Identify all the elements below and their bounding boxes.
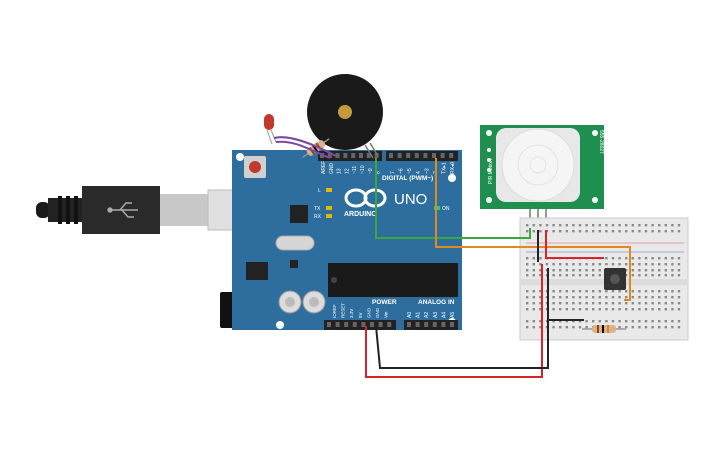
tx-label: TX <box>314 206 321 212</box>
analog-pin-label: A1 <box>416 312 422 318</box>
analog-pin-label: A0 <box>407 312 413 318</box>
on-label: ON <box>442 206 450 212</box>
power-pin-label: 5V <box>358 312 363 318</box>
rx-label: RX <box>314 214 322 220</box>
power-label: POWER <box>372 299 397 306</box>
digital-pin-label: ~10 <box>360 165 366 174</box>
digital-pin-label: GND <box>329 163 335 175</box>
power-pin-label: GND <box>375 307 380 318</box>
wire-purple-1 <box>275 140 331 159</box>
push-button[interactable] <box>604 268 626 290</box>
wire-orange <box>435 158 631 301</box>
digital-pin-label: 7 <box>390 171 396 174</box>
digital-pin-label: AREF <box>321 161 327 174</box>
digital-pin-label: ~9 <box>368 168 374 174</box>
power-pin-label: 3.3V <box>349 309 354 318</box>
usb-cable <box>36 186 267 234</box>
pir-sensor: PIR Motion 555-28027 <box>480 125 604 209</box>
digital-pin-label: RX◂0 <box>450 162 456 174</box>
regulator <box>246 262 268 280</box>
digital-pin-label: 13 <box>337 168 343 174</box>
crystal <box>275 235 315 251</box>
digital-pin-label: ~11 <box>352 166 358 174</box>
digital-pin-label: 4 <box>416 171 422 174</box>
atmega-chip <box>328 263 458 297</box>
digital-pin-label: ~6 <box>399 168 405 174</box>
digital-header-right <box>386 151 458 161</box>
digital-pin-label: ~3 <box>424 168 430 174</box>
digital-pin-label: ~5 <box>407 168 413 174</box>
power-pin-label: Vin <box>384 311 389 318</box>
digital-header-left <box>318 151 382 161</box>
red-led <box>264 114 277 145</box>
pir-dome <box>501 128 575 202</box>
brand-label: ARDUINO <box>344 211 377 218</box>
pir-label-left: PIR Motion <box>488 159 494 184</box>
piezo-buzzer <box>307 74 383 159</box>
power-header <box>324 320 396 330</box>
digital-pin-label: 12 <box>344 168 350 174</box>
analog-pin-label: A4 <box>441 312 447 318</box>
digital-header-label: DIGITAL (PWM~) <box>382 175 433 182</box>
digital-pin-label: 8 <box>376 171 382 174</box>
l-label: L <box>318 188 321 194</box>
wire-red-5v <box>365 264 543 378</box>
reset-button[interactable] <box>249 161 261 173</box>
analog-pin-label: A3 <box>433 312 439 318</box>
power-pin-label: RESET <box>341 303 346 318</box>
wire-red-short <box>545 230 604 259</box>
resistor-button <box>582 325 626 333</box>
arduino-uno-board: ARDUINO UNO DIGITAL (PWM~) POWER ANALOG … <box>232 150 462 330</box>
wire-purple-2 <box>273 136 337 157</box>
model-label: UNO <box>394 191 427 208</box>
wire-green <box>375 158 531 239</box>
usb-chip <box>290 205 308 223</box>
analog-label: ANALOG IN <box>418 299 455 306</box>
power-pin-label: GND <box>366 307 371 318</box>
analog-pin-label: A2 <box>424 312 430 318</box>
power-pin-label: IOREF <box>332 304 337 318</box>
analog-pin-label: A5 <box>450 312 456 318</box>
analog-header <box>404 320 458 330</box>
wire-black-gnd <box>375 268 549 369</box>
pir-label-right: 555-28027 <box>598 130 604 154</box>
usb-icon <box>107 202 138 218</box>
digital-pin-label: TX▸1 <box>442 162 448 174</box>
